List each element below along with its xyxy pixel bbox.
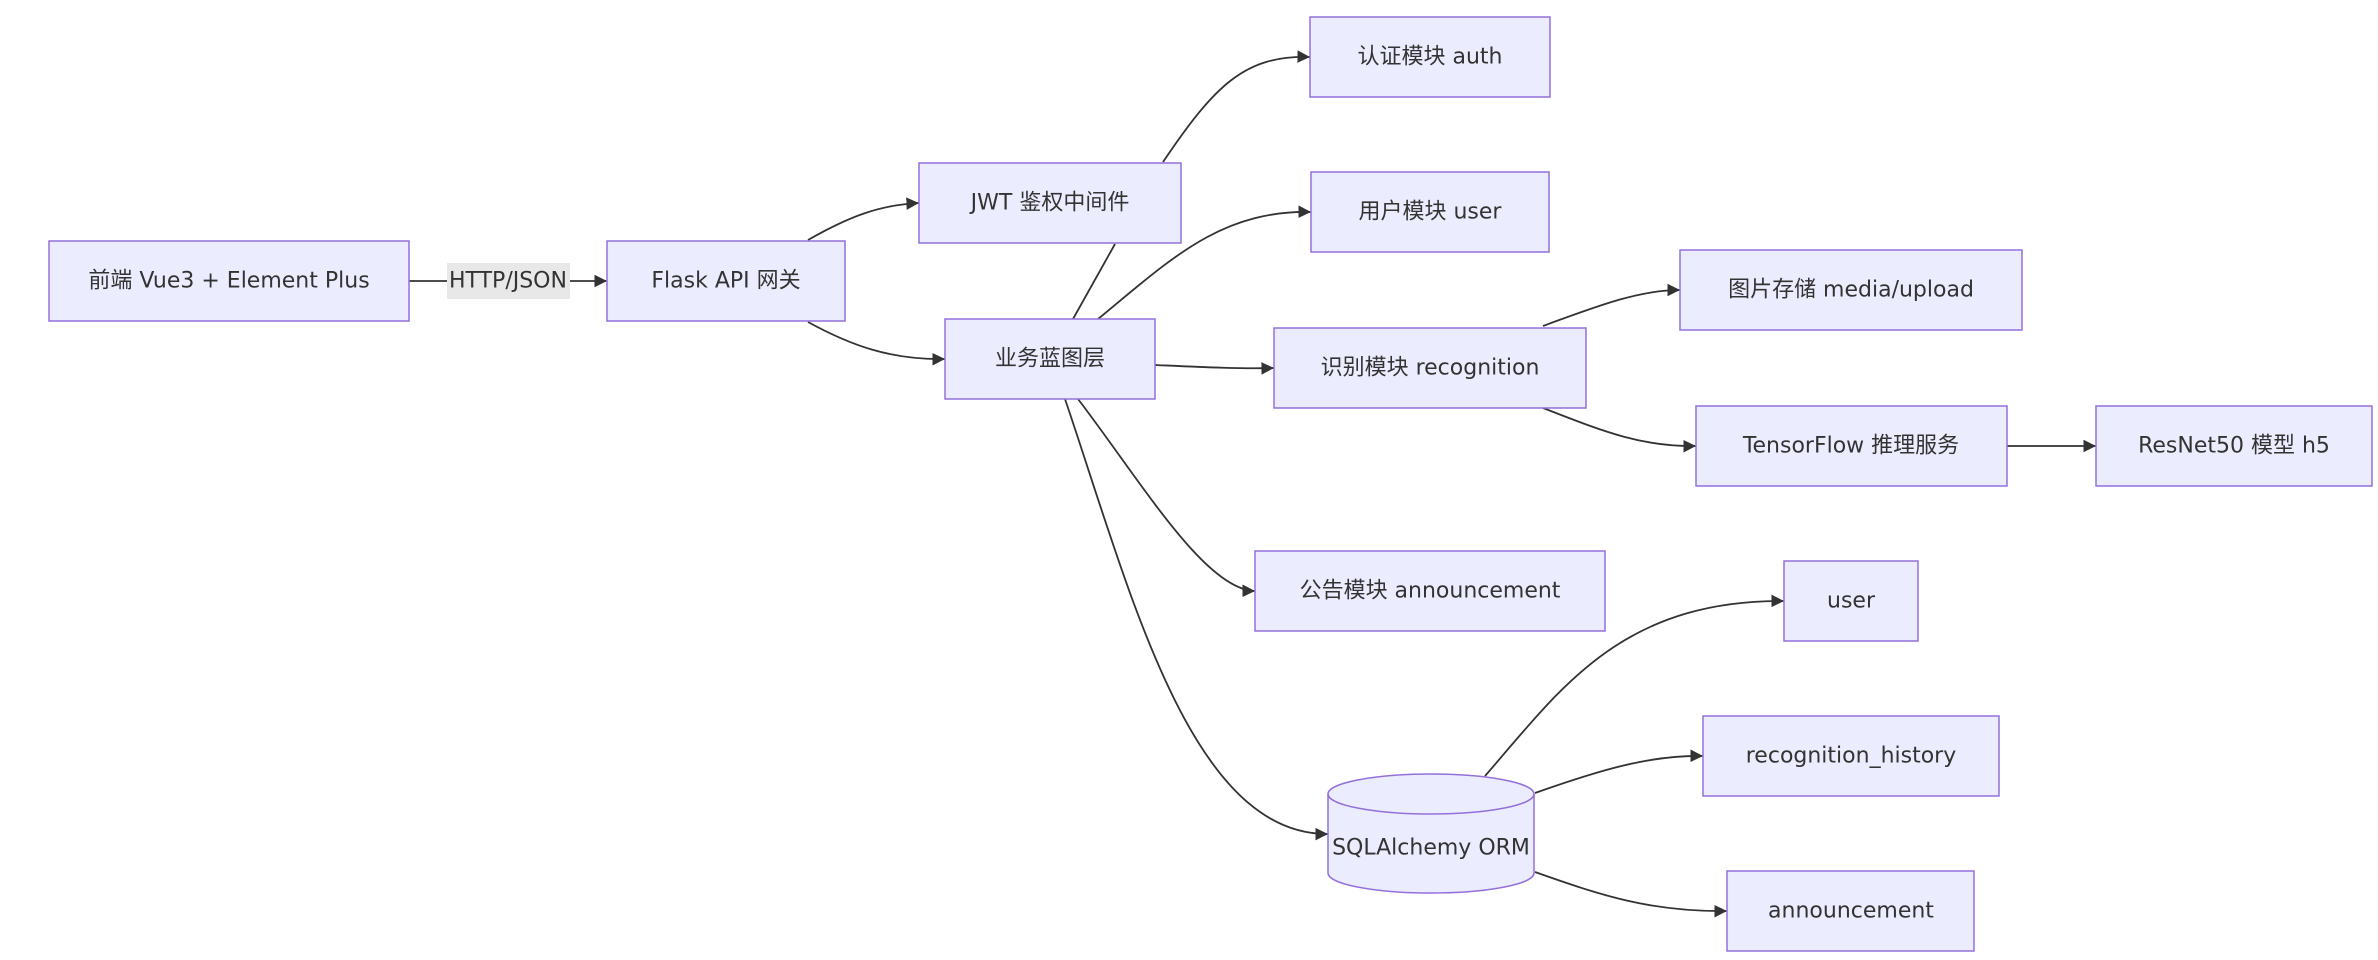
node-announcement-module-label: 公告模块 announcement <box>1300 579 1561 604</box>
edge-jwt-auth <box>1162 50 1311 163</box>
edge-orm-announcement-table <box>1534 871 1728 918</box>
node-orm-label: SQLAlchemy ORM <box>1332 836 1530 861</box>
edge-label-http-json: HTTP/JSON <box>447 263 570 299</box>
node-recognition: 识别模块 recognition <box>1273 327 1587 409</box>
edge-label-text: HTTP/JSON <box>449 269 567 294</box>
node-table-history-label: recognition_history <box>1746 744 1956 769</box>
node-jwt: JWT 鉴权中间件 <box>918 162 1182 244</box>
node-resnet-label: ResNet50 模型 h5 <box>2138 434 2330 459</box>
node-frontend-label: 前端 Vue3 + Element Plus <box>88 269 369 294</box>
node-recognition-label: 识别模块 recognition <box>1321 356 1540 381</box>
node-blueprint: 业务蓝图层 <box>944 318 1156 400</box>
node-resnet: ResNet50 模型 h5 <box>2095 405 2373 487</box>
node-jwt-label: JWT 鉴权中间件 <box>969 191 1130 216</box>
node-tensorflow: TensorFlow 推理服务 <box>1695 405 2008 487</box>
node-table-history: recognition_history <box>1702 715 2000 797</box>
edge-gateway-jwt <box>807 197 920 241</box>
node-announcement-module: 公告模块 announcement <box>1254 550 1606 632</box>
node-orm-database: SQLAlchemy ORM <box>1327 773 1535 894</box>
edge-recognition-media <box>1542 283 1681 327</box>
node-gateway: Flask API 网关 <box>606 240 846 322</box>
edge-orm-user-table <box>1484 594 1785 777</box>
edge-gateway-blueprint <box>807 321 946 366</box>
node-tensorflow-label: TensorFlow 推理服务 <box>1742 434 1959 459</box>
edge-blueprint-orm <box>1064 398 1329 841</box>
nodes: 前端 Vue3 + Element Plus Flask API 网关 JWT … <box>48 16 2373 952</box>
edge-blueprint-user-module <box>1097 205 1312 320</box>
node-table-announcement-label: announcement <box>1768 899 1934 924</box>
node-media-label: 图片存储 media/upload <box>1728 278 1974 303</box>
node-auth-label: 认证模块 auth <box>1358 45 1503 70</box>
node-auth: 认证模块 auth <box>1309 16 1551 98</box>
edge-orm-history-table <box>1534 749 1704 794</box>
node-user-module: 用户模块 user <box>1310 171 1550 253</box>
edge-recognition-tensorflow <box>1542 407 1697 453</box>
node-gateway-label: Flask API 网关 <box>651 269 800 294</box>
node-table-announcement: announcement <box>1726 870 1975 952</box>
edge-blueprint-announcement <box>1077 398 1256 598</box>
node-media: 图片存储 media/upload <box>1679 249 2023 331</box>
node-blueprint-label: 业务蓝图层 <box>995 347 1105 372</box>
node-frontend: 前端 Vue3 + Element Plus <box>48 240 410 322</box>
edges: HTTP/JSON <box>409 50 2096 918</box>
node-user-module-label: 用户模块 user <box>1359 200 1503 225</box>
node-table-user-label: user <box>1827 589 1876 614</box>
database-cylinder-icon <box>1327 773 1535 894</box>
node-table-user: user <box>1783 560 1919 642</box>
edge-jwt-blueprint <box>1072 243 1116 320</box>
edge-blueprint-recognition <box>1154 362 1275 375</box>
